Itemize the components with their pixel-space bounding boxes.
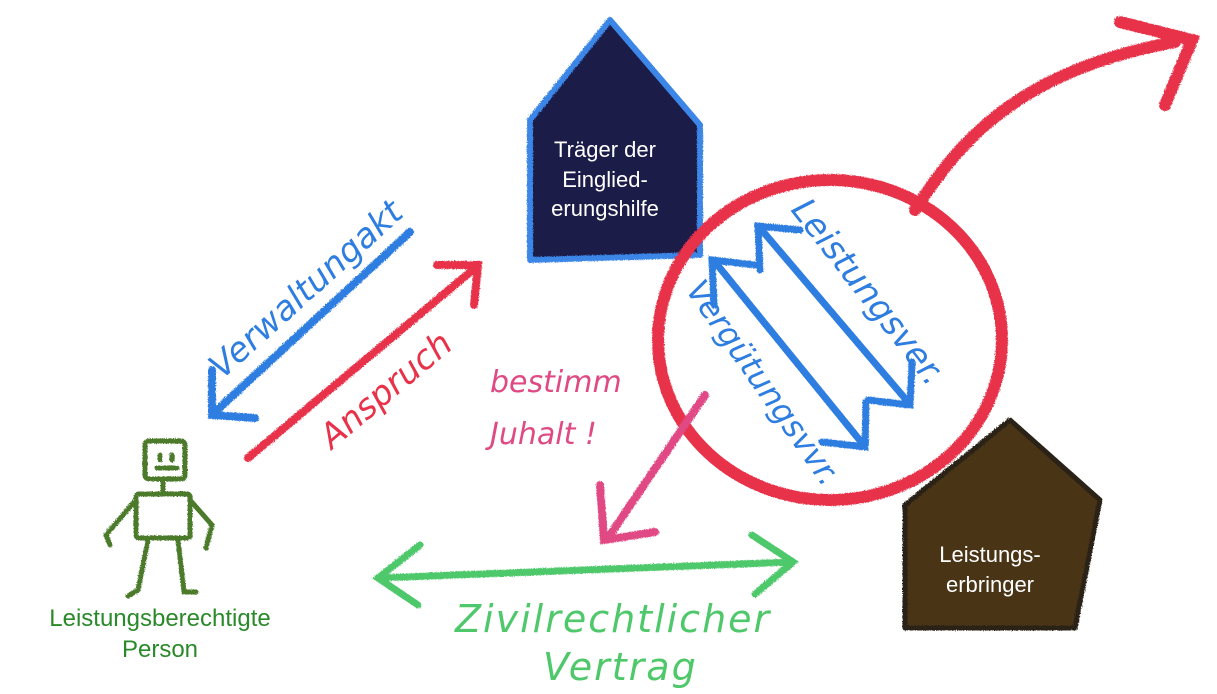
verguetungsvereinbarung-arrow	[708, 256, 870, 451]
verwaltungsakt-arrow	[208, 228, 414, 422]
bestimmt-inhalt-label-line2: Juhalt !	[485, 417, 597, 452]
zivilrecht-label-line2: Vertrag	[543, 645, 698, 689]
traeger-house-icon	[527, 17, 703, 263]
traeger-label: Träger der Einglied- erungshilfe	[551, 137, 659, 222]
erbringer-house-icon	[902, 417, 1103, 631]
erbringer-label: Leistungs- erbringer	[939, 542, 1041, 597]
zivilrecht-label-line1: Zivilrechtlicher	[454, 597, 772, 641]
anspruch-arrow	[244, 261, 483, 462]
verwaltungsakt-label: Verwaltungakt	[201, 191, 412, 387]
person-label: Leistungsberechtigte Person	[49, 605, 271, 664]
bestimmt-inhalt-arrow	[596, 391, 709, 545]
leistungsvereinbarung-label: Leistungsver.	[783, 191, 953, 393]
red-exit-arrow-icon	[909, 16, 1201, 216]
person-stick-figure-icon	[103, 438, 215, 599]
leistungsvereinbarung-arrow	[754, 222, 916, 409]
bestimmt-inhalt-label-line1: bestimm	[490, 365, 622, 400]
zivilrecht-arrow	[372, 531, 799, 609]
agreements-highlight-circle	[652, 174, 1008, 506]
